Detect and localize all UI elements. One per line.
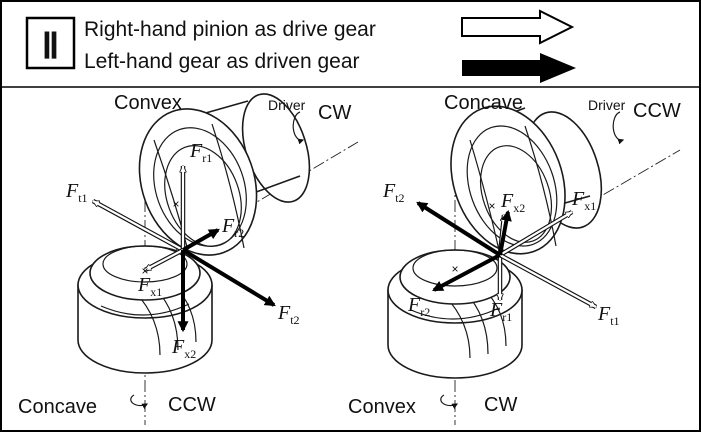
label-fr2-left: Fr2 bbox=[221, 215, 244, 240]
label-ft1-right: Ft1 bbox=[597, 303, 620, 328]
label-ft2-right: Ft2 bbox=[382, 180, 405, 205]
solid-arrow-legend bbox=[462, 53, 576, 83]
svg-text:×: × bbox=[141, 264, 148, 278]
arrow-ft2-left bbox=[181, 248, 276, 307]
svg-text:×: × bbox=[451, 262, 458, 276]
label-fr1-left: Fr1 bbox=[189, 140, 212, 165]
label-fx2-right: Fx2 bbox=[500, 190, 525, 215]
label-fr1-right: Fr1 bbox=[489, 299, 512, 324]
case-numeral: Ⅱ bbox=[42, 25, 60, 66]
hollow-arrow-legend bbox=[461, 9, 575, 45]
left-panel: × × Convex Driver CW Concave CCW Fr1 Ft1… bbox=[18, 92, 359, 425]
driver-label-right: Driver bbox=[588, 97, 626, 113]
label-ft1-left: Ft1 bbox=[65, 180, 88, 205]
arrow-ft2-right bbox=[416, 201, 502, 257]
gear-flank-label-left: Concave bbox=[18, 396, 97, 418]
gear-rotation-label-left: CCW bbox=[168, 394, 216, 416]
label-fx1-left: Fx1 bbox=[137, 274, 162, 299]
gear-rotation-icon-right bbox=[440, 394, 459, 409]
pinion-flank-label-left: Convex bbox=[114, 92, 182, 114]
header-line-2: Left-hand gear as driven gear bbox=[84, 50, 360, 73]
pinion-rotation-icon-right bbox=[612, 111, 625, 145]
pinion-rotation-label-left: CW bbox=[318, 102, 351, 124]
pinion-rotation-label-right: CCW bbox=[633, 100, 681, 122]
pinion-right bbox=[450, 105, 603, 256]
gear-rotation-icon-left bbox=[130, 394, 149, 409]
svg-text:×: × bbox=[172, 197, 179, 211]
arrow-fr2-right bbox=[432, 253, 501, 292]
svg-text:×: × bbox=[488, 199, 495, 213]
label-fx2-left: Fx2 bbox=[171, 336, 196, 361]
gear-rotation-label-right: CW bbox=[484, 394, 517, 416]
driven-gear-left bbox=[77, 245, 213, 374]
header-line-1: Right-hand pinion as drive gear bbox=[84, 18, 376, 41]
driver-label-left: Driver bbox=[268, 97, 306, 113]
arrow-fr2-left bbox=[182, 228, 220, 252]
right-panel: × × Concave Driver CCW Convex CW Ft2 Fx2… bbox=[348, 92, 681, 425]
case-numeral-box bbox=[25, 16, 76, 70]
pinion-flank-label-right: Concave bbox=[444, 92, 523, 114]
pinion-left bbox=[138, 93, 311, 259]
pinion-rotation-icon-left bbox=[292, 111, 305, 145]
label-fr2-right: Fr2 bbox=[407, 294, 430, 319]
label-fx1-right: Fx1 bbox=[571, 188, 596, 213]
gear-flank-label-right: Convex bbox=[348, 396, 416, 418]
label-ft2-left: Ft2 bbox=[277, 302, 300, 327]
header: Ⅱ Right-hand pinion as drive gear Left-h… bbox=[25, 9, 576, 83]
arrow-fx2-right bbox=[498, 209, 512, 256]
